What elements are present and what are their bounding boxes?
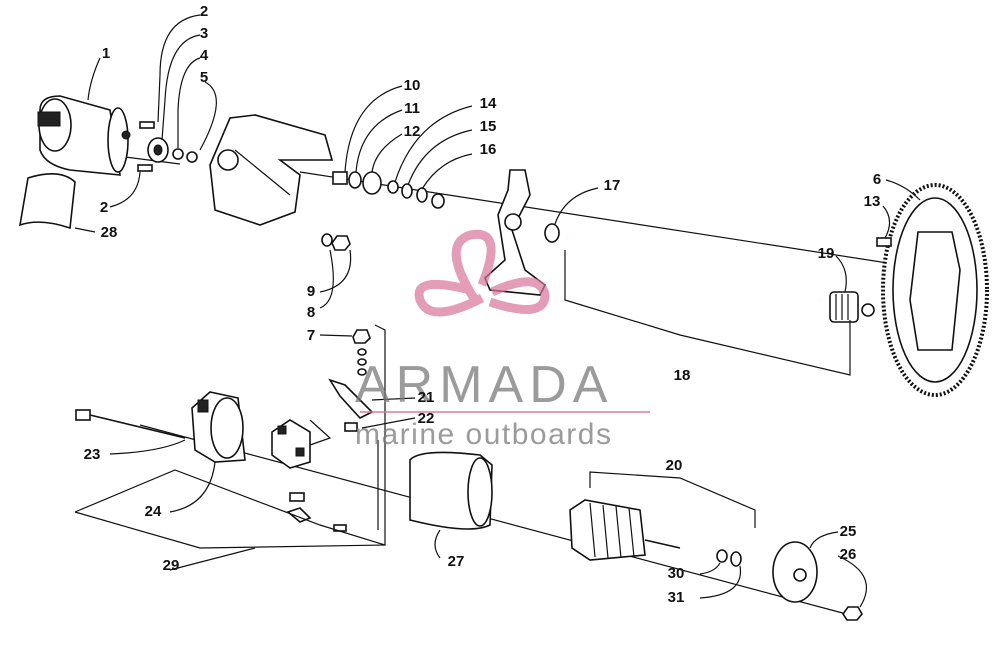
- mounting-bracket: [209, 114, 334, 226]
- callout-1: 1: [102, 45, 110, 62]
- part-7-terminal-stack: [352, 329, 371, 376]
- brush-spring: [289, 492, 305, 502]
- propeller-logo-icon: [414, 229, 550, 317]
- part-28-label-sheet: [18, 173, 76, 230]
- callout-3: 3: [200, 25, 208, 42]
- part-14-washer: [387, 180, 399, 194]
- part-20-armature: [569, 499, 681, 561]
- callout-16: 16: [480, 141, 497, 158]
- part-30-washer: [716, 549, 728, 563]
- callout-15: 15: [480, 118, 497, 135]
- callout-30: 30: [668, 565, 685, 582]
- callout-13: 13: [864, 193, 881, 210]
- bracket-hole: [217, 149, 239, 171]
- part-10-bushing: [332, 171, 348, 185]
- part-9-washer: [321, 233, 333, 247]
- callout-9: 9: [307, 283, 315, 300]
- part-22-spring: [344, 422, 358, 432]
- part-31-washer: [730, 551, 742, 567]
- brush-holder: [271, 419, 311, 469]
- callout-7: 7: [307, 327, 315, 344]
- part-15-washer: [401, 183, 413, 199]
- callout-21: 21: [418, 389, 435, 406]
- leader-lines: [74, 14, 921, 608]
- callout-31: 31: [668, 589, 685, 606]
- part-1-starter-motor: [37, 95, 131, 176]
- callout-19: 19: [818, 245, 835, 262]
- callout-18: 18: [674, 367, 691, 384]
- callout-4: 4: [200, 47, 209, 64]
- part-12-gear: [362, 171, 382, 195]
- axis-line-lower: [139, 424, 851, 616]
- callout-2-upper: 2: [200, 3, 208, 20]
- part-16b-washer: [431, 193, 445, 209]
- part-25-end-plate: [772, 541, 818, 603]
- part-8-nut: [331, 235, 351, 251]
- callout-22: 22: [418, 410, 435, 427]
- callout-8: 8: [307, 304, 315, 321]
- part-4-washer: [172, 148, 184, 160]
- callout-labels: 1 2 3 4 5 2 28 10 11 12 14 15 16 17 6 13…: [84, 3, 882, 606]
- part-17-bushing: [544, 223, 560, 243]
- callout-17: 17: [604, 177, 621, 194]
- callout-6: 6: [873, 171, 881, 188]
- part-13-bolt: [876, 237, 892, 247]
- part-2-bolt-lower: [137, 164, 153, 172]
- callout-28: 28: [101, 224, 118, 241]
- callout-5: 5: [200, 69, 208, 86]
- shift-lever-yoke: [484, 169, 547, 296]
- part-27-yoke-housing: [409, 451, 493, 530]
- callout-14: 14: [480, 95, 497, 112]
- callout-12: 12: [404, 123, 421, 140]
- callout-23: 23: [84, 446, 101, 463]
- callout-10: 10: [404, 77, 421, 94]
- callout-20: 20: [666, 457, 683, 474]
- part-26-nut: [842, 606, 863, 621]
- callout-29: 29: [163, 557, 180, 574]
- callout-27: 27: [448, 553, 465, 570]
- part-3-gear: [147, 137, 169, 163]
- callout-26: 26: [840, 546, 857, 563]
- part-16-washer: [416, 187, 428, 203]
- watermark-subtitle: marine outboards: [355, 418, 612, 451]
- part-18-shaft: [567, 236, 821, 302]
- part-6-ring-gear: [881, 183, 989, 397]
- callout-11: 11: [404, 100, 420, 117]
- armada-watermark: ARMADA marine outboards: [355, 229, 650, 451]
- part-2-bolt-upper: [139, 121, 155, 129]
- callout-25: 25: [840, 523, 857, 540]
- part-23-through-bolt: [75, 409, 186, 439]
- part-19-pinion: [829, 291, 875, 323]
- callout-24: 24: [145, 503, 162, 520]
- watermark-title: ARMADA: [355, 356, 613, 414]
- part-5-washer: [186, 151, 198, 163]
- part-11-washer: [348, 171, 362, 189]
- part-24-end-cap: [191, 391, 246, 463]
- callout-2-lower: 2: [100, 199, 108, 216]
